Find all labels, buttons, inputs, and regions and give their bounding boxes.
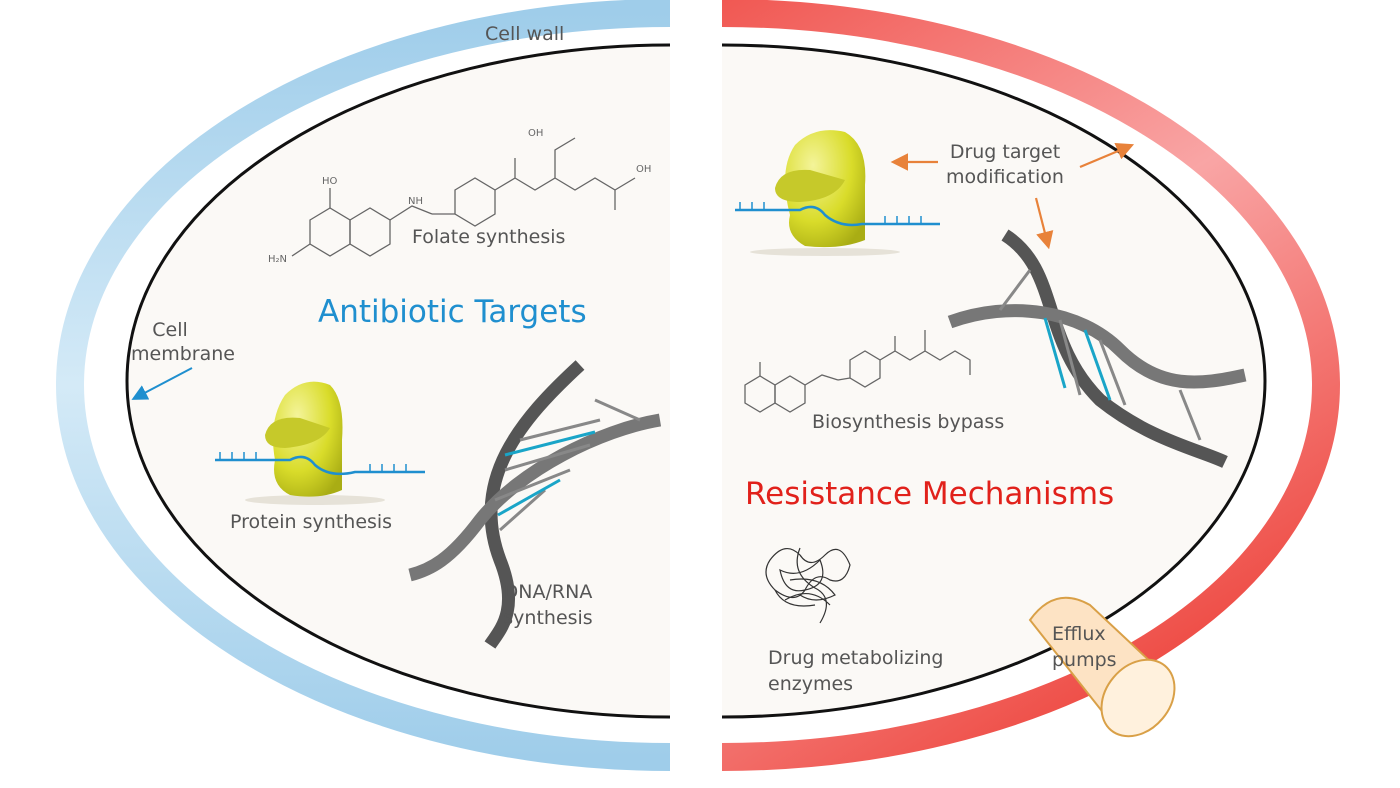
bypass-molecule-icon (744, 330, 971, 413)
cell-membrane-arrow (131, 367, 193, 400)
dna-helix-modified-icon (947, 229, 1247, 468)
dna-helix-icon (408, 360, 662, 649)
ribosome-modified-icon (735, 130, 940, 256)
svg-text:OH: OH (528, 128, 543, 139)
dna-rna-synthesis-label: DNA/RNA (504, 581, 593, 603)
efflux-pumps-label: Efflux (1052, 623, 1106, 645)
ribosome-icon (215, 381, 425, 505)
enzyme-icon (765, 547, 851, 624)
dna-rna-synthesis-label-2: synthesis (503, 607, 592, 629)
folate-molecule-icon: OH OH H₂N HO NH (268, 128, 651, 265)
efflux-pumps-label-2: pumps (1052, 649, 1117, 671)
cell-wall-right (722, 0, 1340, 771)
folate-synthesis-label: Folate synthesis (412, 226, 565, 248)
biosynthesis-bypass-label: Biosynthesis bypass (812, 411, 1004, 433)
svg-text:H₂N: H₂N (268, 254, 287, 265)
drug-metabolizing-enzymes-label-2: enzymes (768, 673, 853, 695)
efflux-pump-icon (1028, 596, 1176, 738)
svg-text:OH: OH (636, 164, 651, 175)
drug-target-modification-label: Drug target (950, 141, 1060, 163)
cell-wall-left (56, 0, 670, 771)
drug-target-modification-label-2: modification (946, 166, 1064, 188)
cell-membrane-label-2: membrane (131, 343, 235, 365)
protein-synthesis-label: Protein synthesis (230, 511, 392, 533)
antibiotic-targets-title: Antibiotic Targets (318, 294, 587, 330)
cell-membrane-left (125, 43, 670, 719)
svg-text:HO: HO (322, 176, 338, 187)
left-half (56, 0, 670, 771)
resistance-mechanisms-title: Resistance Mechanisms (745, 476, 1114, 512)
drug-metabolizing-enzymes-label: Drug metabolizing (768, 647, 943, 669)
svg-text:NH: NH (408, 196, 423, 207)
drug-target-arrows (890, 142, 1135, 250)
cell-membrane-label: Cell (152, 319, 188, 341)
cell-wall-label: Cell wall (485, 23, 564, 45)
